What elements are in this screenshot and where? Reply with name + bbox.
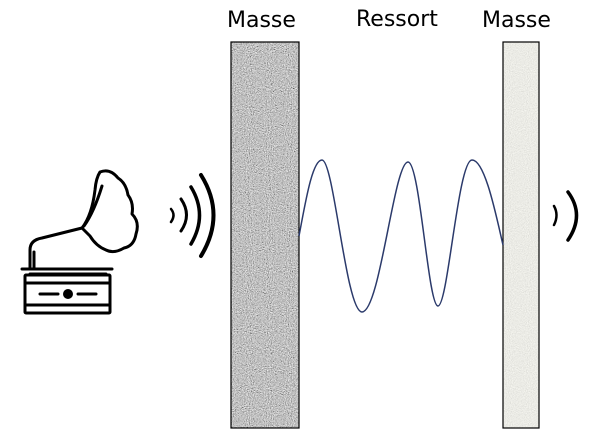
mass-left-wall [230, 41, 300, 429]
gramophone-icon [20, 169, 139, 315]
spring-label: Ressort [356, 7, 438, 32]
mass-left-label: Masse [227, 8, 296, 33]
spring-wave [298, 159, 504, 313]
mass-right-wall [502, 41, 540, 429]
sound-wave-icon [552, 190, 579, 242]
mass-right-label: Masse [482, 8, 551, 33]
sound-waves-icon [169, 173, 216, 258]
